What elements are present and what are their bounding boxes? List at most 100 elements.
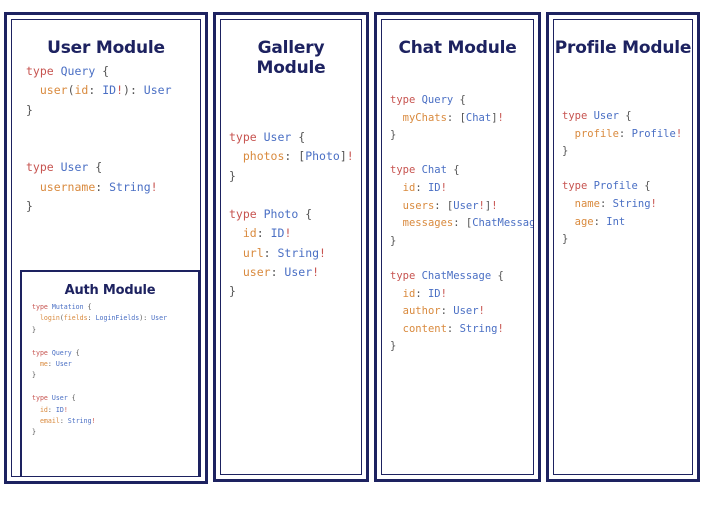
code-line: type ChatMessage { [390,268,533,286]
code-token: LoginFields [95,314,140,323]
panel-profile-module-code: type User { profile: Profile!} type Prof… [554,108,692,249]
panel-user-module-code: type Query { user(id: ID!): User} type U… [12,62,200,216]
code-line: } [26,197,200,216]
code-token: id [74,83,89,98]
code-line: profile: Profile! [562,126,692,144]
code-line: } [229,282,361,301]
code-token: User [143,83,172,98]
code-token: { [67,394,76,403]
chat-code-spacer [382,62,533,92]
code-token: type [32,348,52,357]
code-token [229,226,243,240]
code-token [390,323,403,335]
profile-code-spacer [554,62,692,108]
panel-user-module[interactable]: User Module type Query { user(id: ID!): … [4,12,208,484]
code-line: type User { [562,108,692,126]
code-token: : [434,199,447,212]
code-line [32,336,198,347]
panel-chat-module[interactable]: Chat Module type Query { myChats: [Chat]… [374,12,541,482]
code-line: } [32,370,198,381]
code-token: ! [440,287,447,300]
code-token: User [60,160,89,175]
code-line [26,139,200,158]
code-token: : [88,83,103,98]
code-token: ! [319,245,326,260]
code-token: [ [446,199,454,212]
panel-auth-module[interactable]: Auth Module type Mutation { login(fields… [20,270,200,476]
code-token: Profile [593,180,638,193]
code-token: String [459,322,498,335]
code-token: { [83,303,92,311]
code-token: } [562,233,569,246]
code-token: ] [484,199,492,212]
panel-gallery-module[interactable]: Gallery Module type User { photos: [Phot… [213,12,369,482]
code-line: id: ID! [390,286,533,304]
panel-profile-module-inner: Profile Module type User { profile: Prof… [553,19,693,475]
code-token: type [390,94,422,106]
code-token: login [39,314,60,323]
code-token: id [39,405,48,414]
code-token: type [32,394,52,403]
code-token [32,417,40,425]
code-token: messages [402,217,454,230]
code-token: email [39,417,60,426]
code-token: ! [497,322,504,335]
code-token: ID [270,226,285,241]
code-token: String [67,417,92,426]
code-token: type [562,110,594,122]
panel-user-module-inner: User Module type Query { user(id: ID!): … [11,19,201,477]
code-line [26,120,200,139]
code-token: } [390,129,397,142]
code-token: id [402,181,416,194]
code-token: ! [440,181,447,194]
code-token: : [446,322,460,335]
code-token: User [263,130,292,144]
code-token [26,180,40,194]
code-token [390,112,403,124]
code-line: email: String! [32,416,198,427]
code-line: } [562,143,692,161]
code-line: url: String! [229,244,361,263]
code-token [390,305,403,317]
code-token: : [415,287,428,300]
code-token: age [574,215,594,228]
code-token [32,406,40,414]
code-token: ID [427,287,441,300]
code-token: } [26,199,33,214]
code-token: ! [478,199,485,212]
code-line: users: [User!]! [390,198,533,216]
code-token: ! [491,199,498,212]
code-line: type User { [32,393,198,404]
code-token [390,288,403,300]
code-token: Profile [631,127,676,140]
code-token: } [32,428,36,437]
code-token: } [32,371,36,380]
code-token: type [229,130,264,144]
code-token: User [151,314,168,323]
code-token: Photo [263,207,299,222]
code-token: Mutation [51,303,84,311]
code-token: } [32,325,36,334]
code-token [229,246,243,260]
code-token: url [242,245,264,260]
code-token: { [491,269,504,282]
code-line: } [390,233,533,251]
code-token: : [618,127,632,140]
code-token: : [95,179,110,194]
code-token [390,217,403,229]
code-token: myChats [402,111,447,124]
code-token: { [637,180,651,193]
code-token [390,182,403,194]
code-line: id: ID! [390,180,533,198]
panel-profile-module[interactable]: Profile Module type User { profile: Prof… [546,12,700,482]
code-token: } [229,284,236,299]
code-token: : [270,265,285,280]
panel-gallery-module-inner: Gallery Module type User { photos: [Phot… [220,19,362,475]
code-token: type [390,164,422,177]
code-token [26,83,40,97]
code-token: } [390,340,397,353]
code-token: : [284,149,299,164]
code-token: { [446,164,460,177]
panel-user-module-title: User Module [47,38,165,58]
code-token: { [88,160,103,175]
